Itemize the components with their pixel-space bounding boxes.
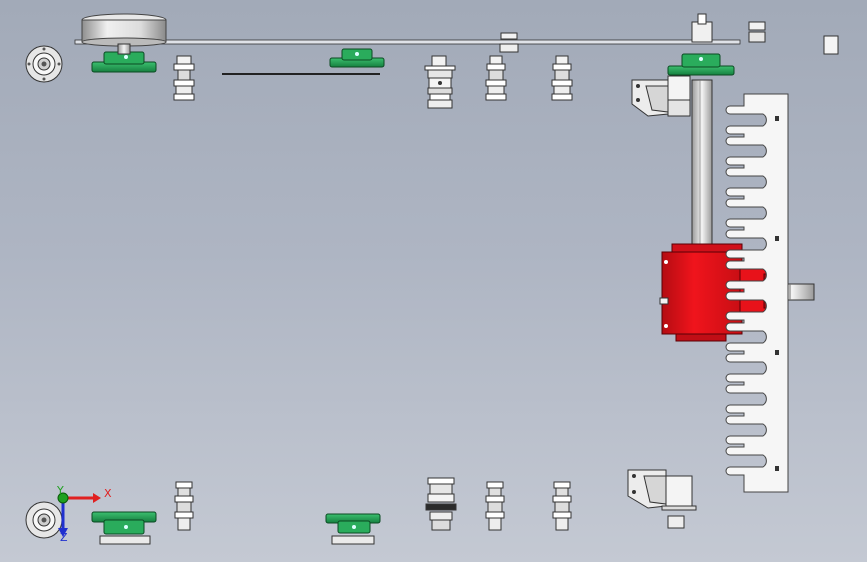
x-axis-label: X: [104, 487, 112, 500]
comb-mounting-hole: [775, 350, 779, 355]
pillow-block-bearing[interactable]: [329, 48, 385, 68]
mounting-bracket[interactable]: [631, 75, 691, 117]
pillow-block-bearing[interactable]: [325, 513, 381, 545]
flange-bearing[interactable]: [25, 501, 63, 539]
pillow-block-bearing[interactable]: [91, 511, 157, 545]
shaft-coupling[interactable]: [499, 32, 519, 53]
shaft-coupling[interactable]: [424, 55, 456, 109]
spacer-stack[interactable]: [485, 481, 505, 531]
spacer-stack[interactable]: [174, 481, 194, 531]
top-frame-rail[interactable]: [74, 39, 741, 45]
belt-pulley[interactable]: [81, 13, 167, 47]
shaft-coupling[interactable]: [748, 21, 766, 43]
spacer-stack[interactable]: [485, 55, 507, 101]
flange-bearing[interactable]: [25, 45, 63, 83]
coordinate-triad: X Y Z: [56, 484, 112, 544]
spacer-stack[interactable]: [173, 55, 195, 101]
slotted-comb-plate[interactable]: [725, 93, 789, 493]
y-axis-label: Y: [56, 484, 64, 497]
comb-mounting-hole: [775, 236, 779, 241]
pillow-block-bearing[interactable]: [667, 53, 735, 76]
spacer-stack[interactable]: [552, 481, 572, 531]
shaft-coupling[interactable]: [823, 35, 839, 55]
comb-mounting-hole: [775, 466, 779, 471]
z-axis-label: Z: [60, 531, 68, 544]
mounting-bracket[interactable]: [627, 469, 697, 529]
shaft-coupling[interactable]: [425, 477, 457, 531]
vertical-drive-shaft[interactable]: [691, 13, 713, 251]
pillow-block-bearing[interactable]: [91, 43, 157, 73]
spacer-stack[interactable]: [551, 55, 573, 101]
comb-mounting-hole: [775, 116, 779, 121]
